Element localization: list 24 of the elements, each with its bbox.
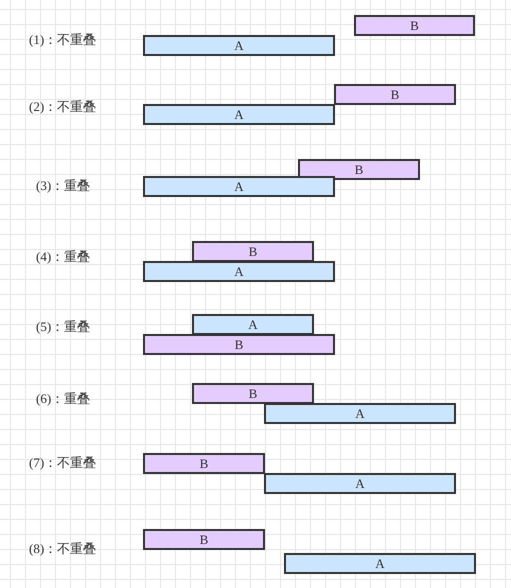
interval-bar: B xyxy=(143,529,265,550)
interval-bar: B xyxy=(192,241,314,262)
interval-bar: A xyxy=(192,314,314,335)
interval-bar: A xyxy=(143,176,335,197)
case-label: (3)：重叠 xyxy=(36,177,90,195)
case-label: (8)：不重叠 xyxy=(29,540,96,558)
case-label: (6)：重叠 xyxy=(36,390,90,408)
case-label: (7)：不重叠 xyxy=(29,454,96,472)
case-label: (5)：重叠 xyxy=(36,318,90,336)
interval-bar: B xyxy=(143,334,335,355)
case-label: (1)：不重叠 xyxy=(29,31,96,49)
interval-bar: B xyxy=(334,84,456,105)
interval-bar: A xyxy=(143,104,335,125)
interval-bar: A xyxy=(284,553,476,574)
interval-bar: B xyxy=(354,15,475,36)
case-label: (4)：重叠 xyxy=(36,248,90,266)
interval-bar: A xyxy=(264,473,456,494)
interval-bar: B xyxy=(298,159,420,180)
interval-bar: A xyxy=(264,403,456,424)
interval-bar: A xyxy=(143,261,335,282)
case-label: (2)：不重叠 xyxy=(29,98,96,116)
interval-bar: B xyxy=(192,383,314,404)
interval-bar: A xyxy=(143,35,335,56)
interval-bar: B xyxy=(143,453,265,474)
